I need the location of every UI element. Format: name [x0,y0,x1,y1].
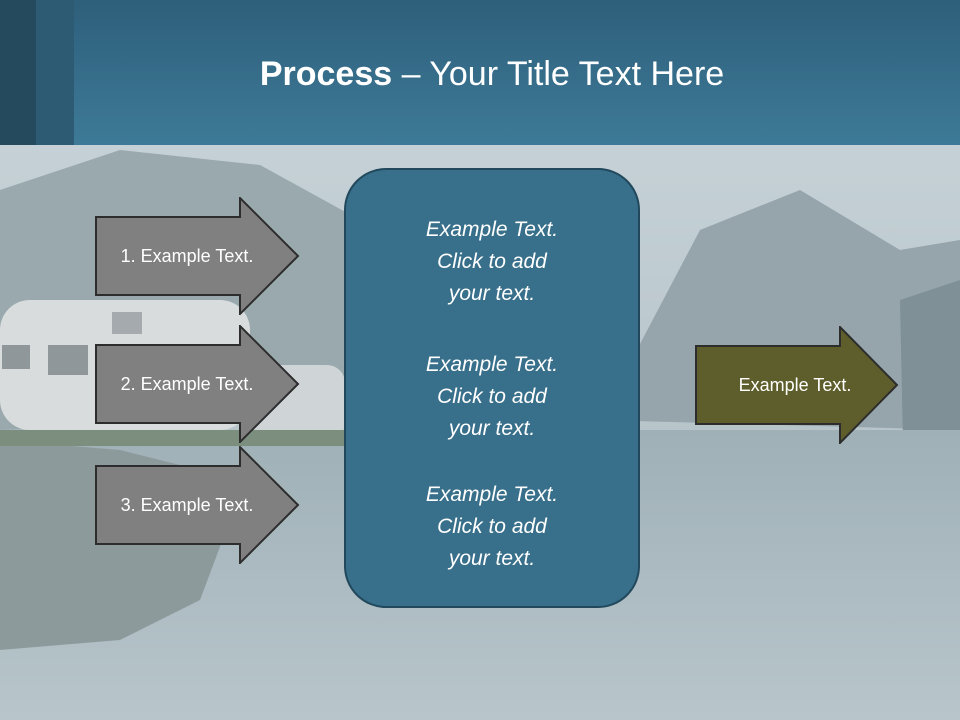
camper-window [2,345,30,369]
left-arrow-label: 3. Example Text. [120,494,254,515]
text-line: Example Text. [425,218,559,241]
title-rest: – Your Title Text Here [392,55,725,93]
text-line: your text. [448,547,536,570]
center-text-box[interactable]: Example Text. Click to add your text. Ex… [344,168,640,608]
header-accent [36,0,74,145]
text-line: Click to add [437,385,547,408]
text-line: Example Text. [425,483,559,506]
arrow-right-icon [95,197,300,315]
arrow-right-icon [95,325,300,443]
right-arrow-label: Example Text. [738,374,852,395]
right-arrow[interactable]: Example Text. [695,326,900,444]
left-arrow-2[interactable]: 2. Example Text. [95,325,302,443]
text-line: your text. [448,417,536,440]
text-block-1: Example Text. Click to add your text. [346,214,638,310]
text-line: Click to add [437,250,547,273]
arrow-right-icon [95,446,300,564]
slide-title[interactable]: Process – Your Title Text Here [0,52,960,96]
title-bold: Process [259,55,393,93]
text-line: Click to add [437,515,547,538]
arrow-right-icon [695,326,899,444]
left-arrow-1[interactable]: 1. Example Text. [95,197,302,315]
left-arrow-label: 2. Example Text. [120,373,254,394]
text-block-2: Example Text. Click to add your text. [346,349,638,445]
camper-window [112,312,142,334]
left-arrow-label: 1. Example Text. [120,245,254,266]
header-accent-dark [0,0,36,145]
text-block-3: Example Text. Click to add your text. [346,479,638,575]
header-bar [0,0,960,145]
text-line: your text. [448,282,536,305]
camper-window [48,345,88,375]
left-arrow-3[interactable]: 3. Example Text. [95,446,302,564]
text-line: Example Text. [425,353,559,376]
